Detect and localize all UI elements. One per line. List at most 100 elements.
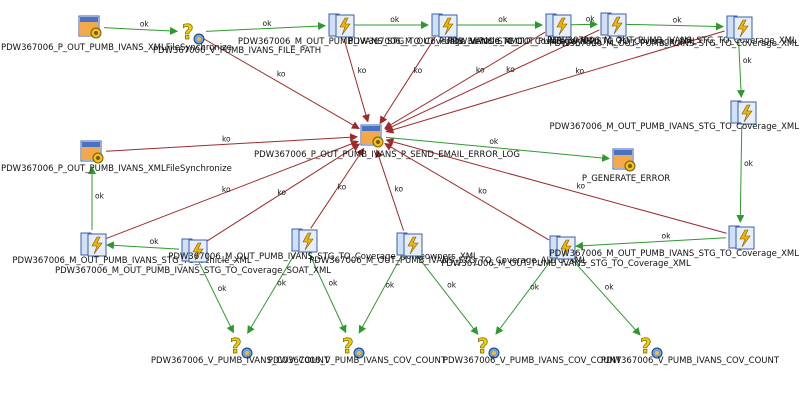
node-label: PDW367006_V_PUMB_IVANS_COV_COUNT — [267, 356, 447, 366]
mapping-task-icon — [549, 235, 579, 265]
session-task-icon — [612, 148, 636, 176]
node-label: PDW367006_M_OUT_PUMB_IVANS_STG_TO_Covera… — [447, 37, 697, 47]
link-label: ok — [390, 15, 400, 24]
link-ok-n_m4-n_r1[interactable] — [625, 22, 725, 31]
link-ok-n_cond1-n_m1[interactable] — [205, 22, 327, 32]
link-ok-n_b2-n_c1[interactable] — [247, 251, 297, 334]
link-ko-n_cond1-n_email[interactable] — [203, 38, 360, 129]
link-label: ko — [476, 65, 485, 74]
link-ko-n_m1-n_email[interactable] — [343, 38, 370, 123]
link-ko-n_r1-n_email[interactable] — [385, 30, 725, 134]
svg-text:?: ? — [342, 334, 354, 358]
link-label: ko — [277, 188, 286, 197]
link-label: ok — [328, 279, 338, 288]
link-ok-n_b4-n_c4[interactable] — [569, 257, 641, 336]
node-label: PDW367006_V_PUMB_IVANS_COV_COUNT — [442, 356, 622, 366]
decision-task-icon: ? — [180, 20, 206, 50]
mapping-task-icon — [600, 12, 630, 42]
link-ko-n_m4-n_email[interactable] — [384, 29, 600, 131]
link-label: ok — [605, 282, 615, 291]
node-label: PDW367006_M_OUT_PUMB_IVANS_STG_TO_Covera… — [54, 266, 332, 276]
node-label: PDW367006_V_PUMB_IVANS_FILE_PATH — [152, 46, 322, 56]
link-ko-n_l1-n_email[interactable] — [104, 140, 359, 240]
node-label: P_GENERATE_ERROR — [581, 174, 671, 184]
node-label: PDW367006_M_OUT_PUMB_IVANS_STG_TO_Covera… — [547, 36, 797, 46]
link-label: ko — [338, 182, 347, 191]
link-label: ko — [478, 187, 487, 196]
node-label: PDW367006_M_OUT_PUMB_IVANS_STG_TO_Covera… — [549, 122, 800, 132]
mapping-task-icon — [545, 13, 575, 43]
mapping-task-icon — [80, 232, 110, 262]
link-ok-n_r2-n_r3[interactable] — [736, 125, 745, 224]
link-ok-n_b1-n_l1[interactable] — [105, 241, 180, 250]
link-label: ko — [277, 69, 286, 78]
link-ko-n_b3-n_email[interactable] — [375, 149, 405, 231]
svg-text:?: ? — [640, 334, 652, 358]
link-ko-n_sync-n_email[interactable] — [105, 133, 359, 152]
link-label: ok — [673, 15, 683, 24]
node-label: PDW367006_M_OUT_PUMB_IVANS_STG_TO_Covera… — [168, 252, 478, 262]
link-label: ok — [95, 192, 105, 201]
decision-task-icon: ? — [340, 334, 366, 364]
link-label: ok — [218, 284, 228, 293]
link-label: ok — [140, 19, 150, 28]
node-label: PDW367006_P_OUT_PUMB_IVANS_XMLFileSynchr… — [1, 164, 232, 174]
link-label: ok — [530, 282, 540, 291]
node-label: PDW367006_M_OUT_PUMB_IVANS_STG_TO_Covera… — [441, 259, 691, 269]
session-task-icon — [78, 15, 102, 43]
link-label: ko — [394, 184, 403, 193]
mapping-task-icon — [396, 232, 426, 262]
link-ko-n_m2-n_email[interactable] — [379, 36, 436, 125]
node-label: PDW367006_V_PUMB_IVANS_COV_COUNT — [150, 356, 330, 366]
link-label: ko — [222, 135, 231, 144]
link-ok-n_b3-n_c3[interactable] — [416, 254, 479, 335]
mapping-task-icon — [328, 13, 358, 43]
link-label: ok — [489, 137, 499, 146]
link-ok-n_b1-n_c1[interactable] — [198, 262, 234, 334]
link-ok-n_r1-n_r2[interactable] — [736, 40, 745, 99]
session-task-icon — [360, 124, 384, 152]
svg-text:?: ? — [182, 20, 194, 44]
link-label: ko — [222, 185, 231, 194]
link-label: ko — [414, 66, 423, 75]
link-label: ko — [358, 66, 367, 75]
link-ok-n_r3-n_b4[interactable] — [574, 237, 727, 250]
link-label: ok — [586, 15, 596, 24]
link-ko-n_b2-n_email[interactable] — [310, 147, 365, 229]
link-label: ok — [744, 159, 754, 168]
link-ko-n_b4-n_email[interactable] — [384, 143, 550, 241]
mapping-task-icon — [431, 13, 461, 43]
mapping-task-icon — [726, 15, 756, 45]
link-ko-n_m3-n_email[interactable] — [384, 31, 546, 129]
node-label: PDW367006_V_PUMB_IVANS_COV_COUNT — [600, 356, 780, 366]
mapping-task-icon — [181, 238, 211, 268]
link-label: ko — [575, 66, 584, 75]
node-label: PDW367006_M_OUT_PUMB_IVANS_STG_TO_Covera… — [237, 37, 523, 47]
link-ok-n_b4-n_c3[interactable] — [495, 257, 554, 335]
link-label: ok — [385, 281, 395, 290]
link-ko-n_b1-n_email[interactable] — [204, 143, 361, 243]
node-label: PDW367006_M_OUT_PUMB_IVANS_STG_TO_Covera… — [549, 39, 800, 49]
link-label: ok — [662, 232, 672, 241]
decision-task-icon: ? — [475, 334, 501, 364]
mapping-task-icon — [291, 228, 321, 258]
link-ok-n_start-n_cond1[interactable] — [103, 26, 179, 35]
link-label: ok — [498, 15, 508, 24]
link-ok-n_b2-n_c2[interactable] — [308, 252, 347, 334]
node-label: PDW367006_P_OUT_PUMB_IVANS_P_SEND_EMAIL_… — [254, 150, 520, 160]
decision-task-icon: ? — [228, 334, 254, 364]
link-ok-n_email-n_error[interactable] — [385, 136, 611, 162]
link-label: ok — [277, 279, 287, 288]
link-ko-n_r3-n_email[interactable] — [385, 137, 727, 234]
node-label: PDW367006_M_OUT_PUMB_IVANS_STG_TO_Covera… — [549, 249, 800, 259]
link-label: ko — [506, 65, 515, 74]
node-label: PDW367006_M_OUT_PUMB_IVANS_STG_TO_Covera… — [348, 37, 598, 47]
node-label: PDW367006_M_OUT_PUMB_IVANS_STG_TO_Covera… — [309, 256, 587, 266]
decision-task-icon: ? — [638, 334, 664, 364]
mapping-task-icon — [728, 225, 758, 255]
link-ok-n_b3-n_c2[interactable] — [358, 256, 402, 334]
link-label: ko — [576, 181, 585, 190]
link-label: ok — [743, 56, 753, 65]
